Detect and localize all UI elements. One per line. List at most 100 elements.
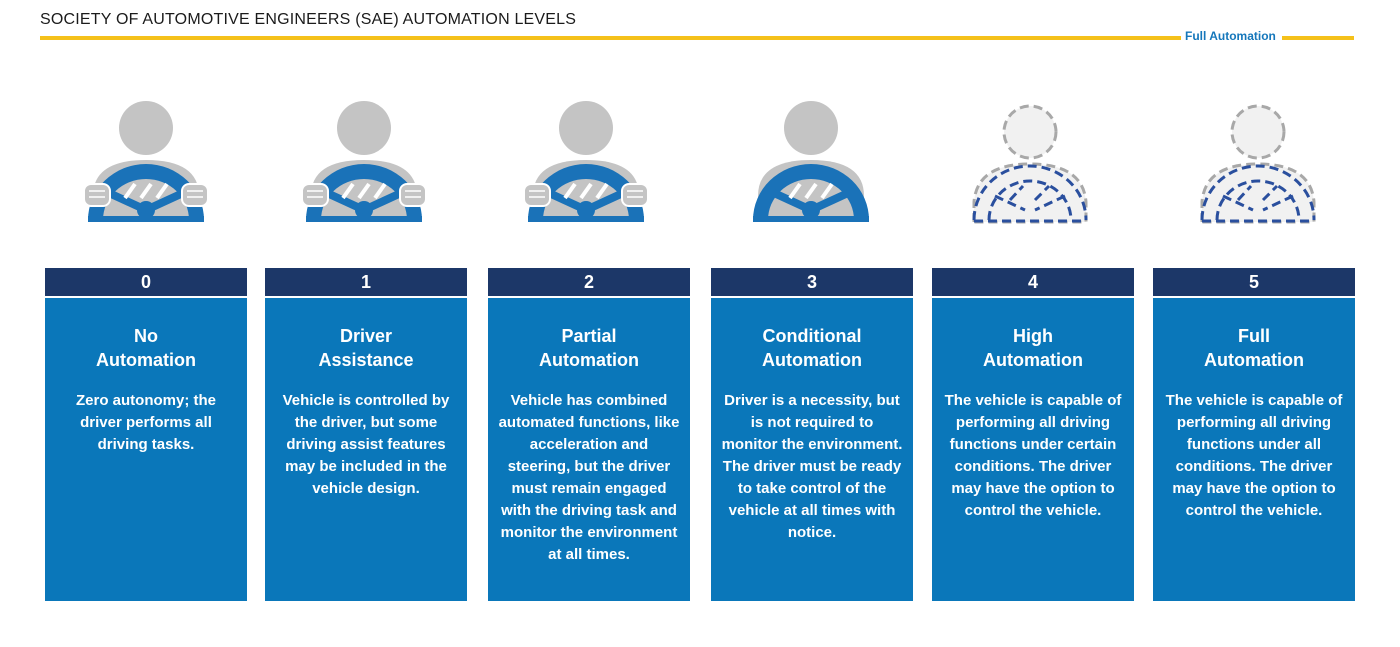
- dashed-spoke: [1222, 194, 1254, 212]
- dashed-stripe: [1261, 184, 1279, 202]
- level-description: Vehicle has combined automated functions…: [498, 392, 680, 563]
- steering-wheel-spoke: [809, 189, 850, 214]
- full-automation-scale-label: Full Automation: [1185, 29, 1276, 43]
- level-card-body: Partial Automation Vehicle has combined …: [488, 298, 690, 601]
- driver-with-wheel-icon: [83, 101, 209, 222]
- steering-wheel-spoke: [107, 189, 148, 214]
- level-description: Zero autonomy; the driver performs all d…: [75, 392, 216, 453]
- driver-head: [559, 101, 613, 155]
- level-description: The vehicle is capable of performing all…: [944, 392, 1122, 519]
- left-hand: [523, 183, 551, 207]
- level-number-header: 5: [1153, 268, 1355, 296]
- dashed-stripe: [1033, 184, 1051, 202]
- right-hand: [399, 183, 427, 207]
- level-description: Vehicle is controlled by the driver, but…: [282, 392, 450, 497]
- level-title: Conditional Automation: [762, 326, 862, 370]
- steering-wheel-rim: [306, 164, 422, 220]
- dashboard-base: [306, 216, 422, 222]
- level-card-3: 3 Conditional Automation Driver is a nec…: [711, 268, 913, 601]
- wheel-highlight-stripe: [341, 182, 355, 200]
- level-card-0: 0 No Automation Zero autonomy; the drive…: [45, 268, 247, 601]
- level-description: The vehicle is capable of performing all…: [1165, 392, 1343, 519]
- wheel-highlight-stripe: [595, 182, 609, 200]
- driver-hands-off-wheel-icon: [753, 101, 869, 222]
- steering-wheel-rim: [88, 164, 204, 220]
- wheel-highlight-stripe: [579, 182, 593, 200]
- driver-head: [119, 101, 173, 155]
- optional-driver-torso: [972, 162, 1088, 224]
- level-number-header: 3: [711, 268, 913, 296]
- level-title: No Automation: [96, 326, 196, 370]
- wheel-highlight-stripe: [563, 182, 577, 200]
- dashed-spoke: [1034, 194, 1066, 212]
- page-title: SOCIETY OF AUTOMOTIVE ENGINEERS (SAE) AU…: [40, 11, 577, 28]
- steering-wheel-spoke: [547, 189, 588, 214]
- wheel-highlight-stripe: [804, 182, 818, 200]
- card-separator: [45, 296, 247, 298]
- level-title: Full Automation: [1204, 326, 1304, 370]
- dashed-wheel-rim: [1200, 164, 1316, 221]
- wheel-highlight-stripe: [373, 182, 387, 200]
- steering-wheel-spoke: [584, 189, 625, 214]
- steering-wheel-spoke: [772, 189, 813, 214]
- steering-wheel-spoke: [362, 189, 403, 214]
- dashed-wheel-rim: [972, 164, 1088, 221]
- wheel-highlight-stripe: [123, 182, 137, 200]
- steering-wheel-spoke: [144, 189, 185, 214]
- wheel-highlight-stripe: [788, 182, 802, 200]
- driver-with-wheel-icon: [301, 101, 427, 222]
- level-description: Driver is a necessity, but is not requir…: [721, 392, 903, 541]
- left-hand: [83, 183, 111, 207]
- optional-driver-torso: [1200, 162, 1316, 224]
- right-hand: [181, 183, 209, 207]
- level-number-header: 1: [265, 268, 467, 296]
- dashed-spoke: [1262, 194, 1294, 212]
- dashed-wheel-inner: [1215, 179, 1301, 221]
- dashboard-base: [528, 216, 644, 222]
- level-number-header: 4: [932, 268, 1134, 296]
- card-separator: [1153, 296, 1355, 298]
- title-rule-left: [40, 36, 1181, 40]
- optional-driver-head: [1230, 104, 1286, 160]
- dashboard-base: [88, 216, 204, 222]
- title-rule-right: [1282, 36, 1354, 40]
- steering-wheel-spoke: [325, 189, 366, 214]
- driver-head: [337, 101, 391, 155]
- level-card-1: 1 Driver Assistance Vehicle is controlle…: [265, 268, 467, 601]
- level-card-body: Full Automation The vehicle is capable o…: [1153, 298, 1355, 601]
- level-card-body: High Automation The vehicle is capable o…: [932, 298, 1134, 601]
- dashed-stripe: [1008, 184, 1025, 202]
- level-card-2: 2 Partial Automation Vehicle has combine…: [488, 268, 690, 601]
- level-card-body: Driver Assistance Vehicle is controlled …: [265, 298, 467, 601]
- card-separator: [711, 296, 913, 298]
- wheel-highlight-stripe: [155, 182, 169, 200]
- dashboard-base: [753, 216, 869, 222]
- steering-wheel-rim: [528, 164, 644, 220]
- level-card-4: 4 High Automation The vehicle is capable…: [932, 268, 1134, 601]
- level-number-header: 0: [45, 268, 247, 296]
- wheel-highlight-stripe: [357, 182, 371, 200]
- wheel-highlight-stripe: [139, 182, 153, 200]
- level-number-header: 2: [488, 268, 690, 296]
- wheel-highlight-stripe: [820, 182, 834, 200]
- dashed-spoke: [994, 194, 1026, 212]
- card-separator: [265, 296, 467, 298]
- optional-driver-dashed-icon: [1200, 104, 1316, 224]
- level-card-body: Conditional Automation Driver is a neces…: [711, 298, 913, 601]
- level-card-body: No Automation Zero autonomy; the driver …: [45, 298, 247, 601]
- dashed-stripe: [1236, 184, 1253, 202]
- level-title: High Automation: [983, 326, 1083, 370]
- dashed-wheel-inner: [987, 179, 1073, 221]
- card-separator: [488, 296, 690, 298]
- driver-with-wheel-icon: [523, 101, 649, 222]
- left-hand: [301, 183, 329, 207]
- optional-driver-head: [1002, 104, 1058, 160]
- level-card-5: 5 Full Automation The vehicle is capable…: [1153, 268, 1355, 601]
- driver-head: [784, 101, 838, 155]
- level-title: Partial Automation: [539, 326, 639, 370]
- level-title: Driver Assistance: [318, 326, 414, 370]
- right-hand: [621, 183, 649, 207]
- card-separator: [932, 296, 1134, 298]
- steering-wheel-rim: [753, 164, 869, 220]
- optional-driver-dashed-icon: [972, 104, 1088, 224]
